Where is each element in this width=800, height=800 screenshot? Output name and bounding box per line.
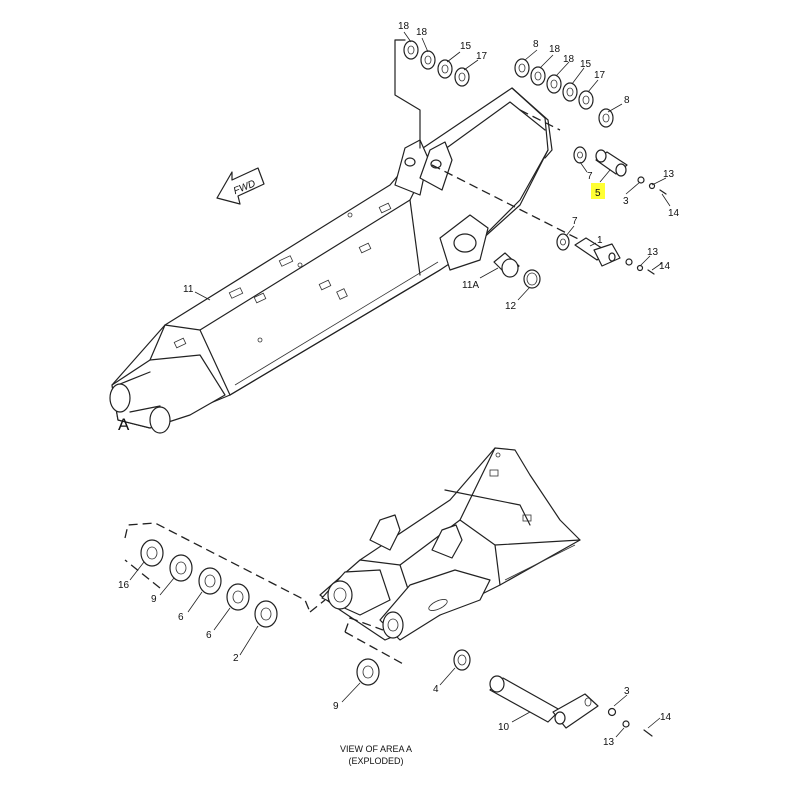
callout: 15 xyxy=(460,41,472,52)
callout: 7 xyxy=(587,171,593,182)
callout: 6 xyxy=(206,630,212,641)
stick-assembly xyxy=(109,87,553,434)
lower-pin-assembly xyxy=(556,233,655,275)
callout: 18 xyxy=(416,27,428,38)
callout: 13 xyxy=(603,737,615,748)
washer-group-boundary-lower xyxy=(344,617,406,666)
callout: 9 xyxy=(151,594,157,605)
fwd-arrow: FWD xyxy=(216,167,265,205)
washer-group-boundary-upper xyxy=(124,522,311,613)
callout: 8 xyxy=(624,95,630,106)
callout: 14 xyxy=(659,261,671,272)
washer-9-lower xyxy=(356,658,380,686)
callout: 8 xyxy=(533,39,539,50)
callout: 13 xyxy=(647,247,659,258)
callout: 18 xyxy=(563,54,575,65)
washer-stack-top-right xyxy=(514,58,614,128)
callout: 1 xyxy=(597,235,603,246)
bushing-and-seal xyxy=(493,252,541,289)
callout-5-highlight xyxy=(591,183,605,199)
callout: 15 xyxy=(580,59,592,70)
callout: 11A xyxy=(462,280,479,291)
callout: 18 xyxy=(398,21,410,32)
washer-stack-top-left xyxy=(403,40,470,87)
callout: 16 xyxy=(118,580,130,591)
callout: 17 xyxy=(594,70,606,81)
washer-set-left xyxy=(140,539,278,628)
callout: 18 xyxy=(549,44,561,55)
callout: 13 xyxy=(663,169,675,180)
upper-pin-assembly xyxy=(573,146,667,195)
callout: 6 xyxy=(178,612,184,623)
callout: 2 xyxy=(233,653,239,664)
pin-10-assembly xyxy=(453,649,653,737)
callout-5-label: 5 xyxy=(595,188,601,199)
callout: 10 xyxy=(498,722,510,733)
callout: 11 xyxy=(183,284,194,295)
area-a-exploded-view xyxy=(319,447,581,641)
callout: 3 xyxy=(623,196,629,207)
caption-line-1: VIEW OF AREA A xyxy=(340,744,412,754)
callout: 4 xyxy=(433,684,439,695)
top-leaders xyxy=(194,31,671,301)
callout: 3 xyxy=(624,686,630,697)
caption-line-2: (EXPLODED) xyxy=(348,756,403,766)
callout: 14 xyxy=(668,208,680,219)
area-label: A xyxy=(118,415,130,434)
callout: 9 xyxy=(333,701,339,712)
callout: 12 xyxy=(505,301,517,312)
bottom-leaders xyxy=(129,561,661,738)
callout: 14 xyxy=(660,712,672,723)
callout: 17 xyxy=(476,51,488,62)
callout: 7 xyxy=(572,216,578,227)
